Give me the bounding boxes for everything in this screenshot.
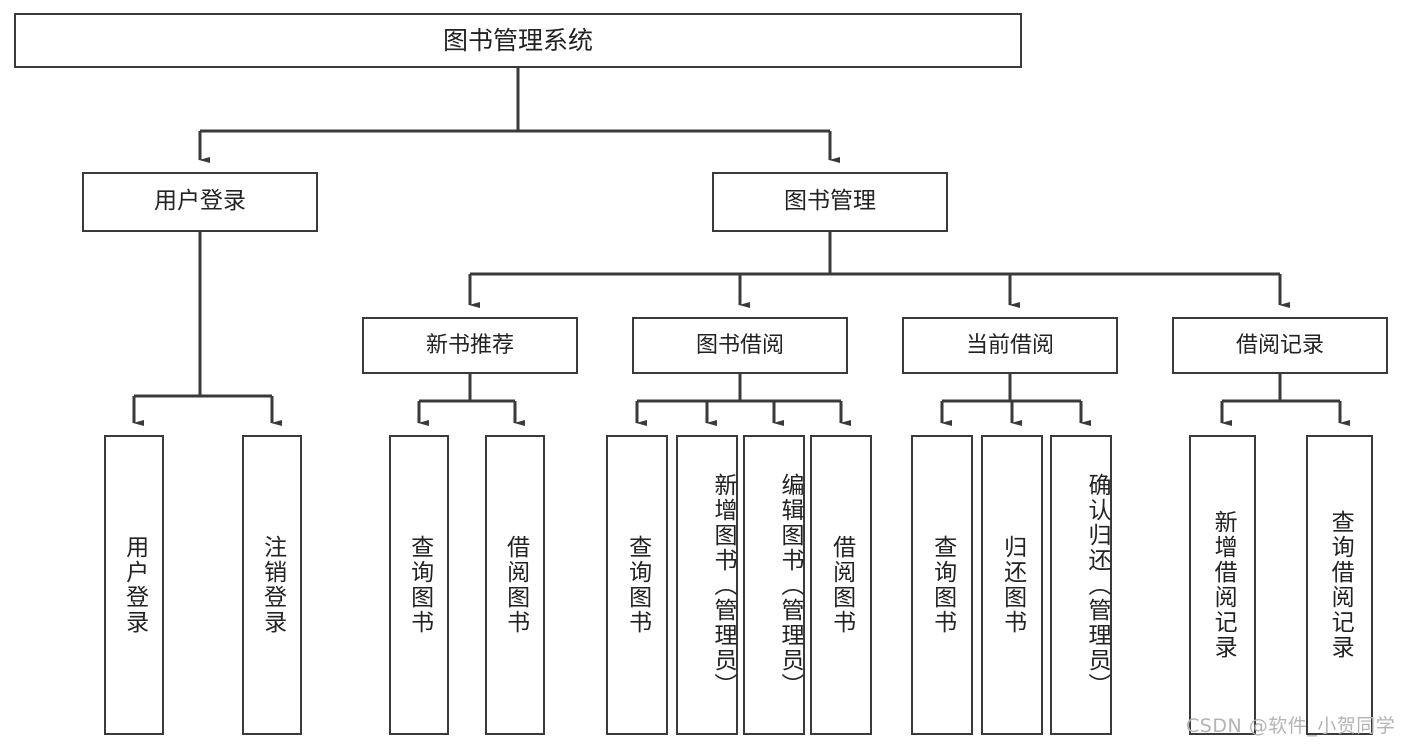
node-label: 查询借阅记录 xyxy=(1327,510,1354,660)
node-label: 确认归还（管理员） xyxy=(1084,472,1110,698)
node-label: 图书管理 xyxy=(784,188,876,215)
node-label: 新书推荐 xyxy=(425,332,514,358)
leaf-query-book-current[interactable]: 查询图书 xyxy=(911,435,973,735)
node-new-book-recommend[interactable]: 新书推荐 xyxy=(362,317,578,374)
node-label: 当前借阅 xyxy=(965,332,1054,358)
node-label: 归还图书 xyxy=(999,535,1026,635)
leaf-user-login[interactable]: 用户登录 xyxy=(104,435,164,735)
node-borrow-record[interactable]: 借阅记录 xyxy=(1172,317,1388,374)
node-label: 编辑图书（管理员） xyxy=(777,472,803,698)
leaf-edit-book-admin[interactable]: 编辑图书（管理员） xyxy=(743,435,805,735)
node-label: 用户登录 xyxy=(121,535,148,635)
leaf-add-borrow-record[interactable]: 新增借阅记录 xyxy=(1189,435,1256,735)
leaf-query-book[interactable]: 查询图书 xyxy=(606,435,668,735)
node-label: 图书管理系统 xyxy=(442,25,593,55)
node-label: 借阅图书 xyxy=(502,535,529,635)
leaf-query-borrow-record[interactable]: 查询借阅记录 xyxy=(1306,435,1373,735)
leaf-borrow-book-recommend[interactable]: 借阅图书 xyxy=(485,435,545,735)
node-book-management[interactable]: 图书管理 xyxy=(712,172,948,232)
node-label: 新增图书（管理员） xyxy=(710,472,736,698)
node-label: 查询图书 xyxy=(406,535,433,635)
node-book-borrow[interactable]: 图书借阅 xyxy=(632,317,848,374)
leaf-return-book[interactable]: 归还图书 xyxy=(981,435,1043,735)
node-label: 借阅记录 xyxy=(1235,332,1324,358)
node-label: 借阅图书 xyxy=(828,535,855,635)
node-label: 用户登录 xyxy=(154,188,246,215)
leaf-confirm-return-admin[interactable]: 确认归还（管理员） xyxy=(1050,435,1112,735)
leaf-query-book-recommend[interactable]: 查询图书 xyxy=(389,435,449,735)
node-label: 图书借阅 xyxy=(695,332,784,358)
leaf-user-logout[interactable]: 注销登录 xyxy=(242,435,302,735)
node-label: 注销登录 xyxy=(259,535,286,635)
node-label: 新增借阅记录 xyxy=(1210,510,1237,660)
leaf-add-book-admin[interactable]: 新增图书（管理员） xyxy=(676,435,738,735)
node-user-login[interactable]: 用户登录 xyxy=(82,172,318,232)
node-current-borrow[interactable]: 当前借阅 xyxy=(902,317,1118,374)
watermark: CSDN @软件_小贺同学 xyxy=(1186,715,1396,737)
node-label: 查询图书 xyxy=(929,535,956,635)
node-root[interactable]: 图书管理系统 xyxy=(14,13,1022,68)
leaf-borrow-book[interactable]: 借阅图书 xyxy=(810,435,872,735)
node-label: 查询图书 xyxy=(624,535,651,635)
